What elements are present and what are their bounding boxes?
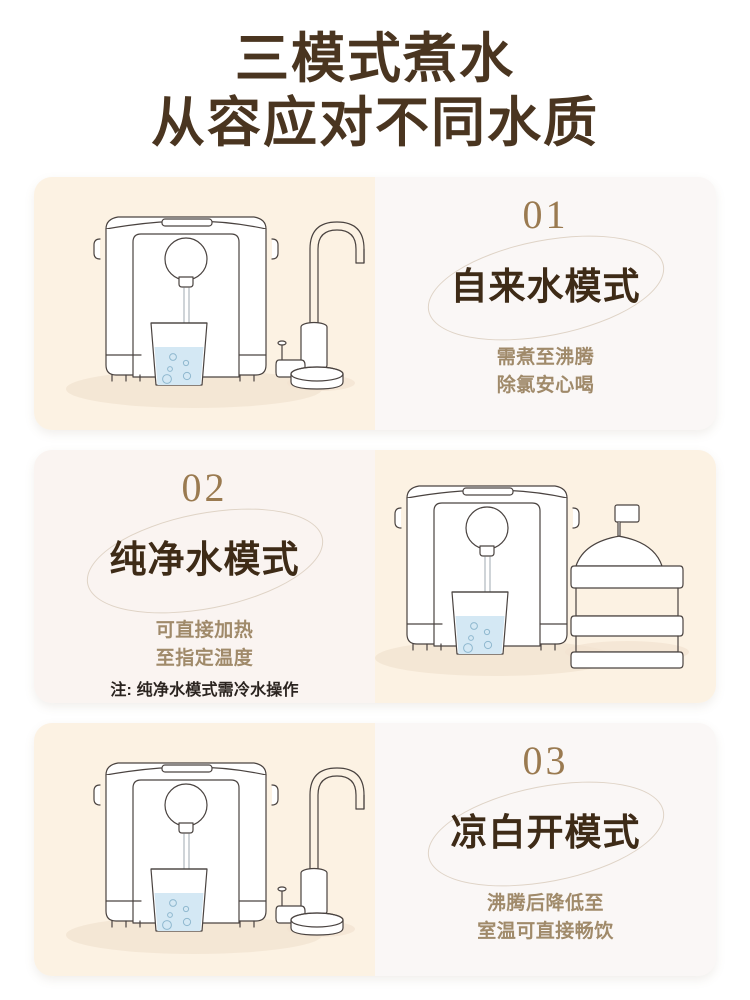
- card-number-01: 01: [522, 192, 569, 238]
- mode-card-01: 01 自来水模式 需煮至沸腾 除氯安心喝: [34, 177, 716, 431]
- page-title: 三模式煮水 从容应对不同水质: [0, 0, 750, 155]
- water-jug: [570, 504, 684, 670]
- card-title-02: 纯净水模式: [109, 539, 300, 581]
- title-line-1: 三模式煮水: [235, 29, 515, 89]
- card-title-03: 凉白开模式: [450, 812, 641, 854]
- subtitle-line-1: 可直接加热: [155, 620, 254, 642]
- text-panel-01: 01 自来水模式 需煮至沸腾 除氯安心喝: [375, 177, 716, 431]
- faucet: [275, 767, 365, 937]
- text-panel-02: 02 纯净水模式 可直接加热 至指定温度 注: 纯净水模式需冷水操作: [34, 450, 375, 704]
- dispenser-jug-illustration: [375, 485, 689, 677]
- mode-card-list: 01 自来水模式 需煮至沸腾 除氯安心喝: [0, 177, 750, 977]
- illustration-cooled-water: [34, 723, 375, 977]
- subtitle-line-2: 至指定温度: [155, 647, 254, 669]
- card-number-03: 03: [522, 738, 569, 784]
- subtitle-line-2: 室温可直接畅饮: [477, 920, 614, 942]
- water-glass: [150, 322, 208, 387]
- card-note-02: 注: 纯净水模式需冷水操作: [110, 682, 299, 700]
- card-title-wrap-02: 纯净水模式: [77, 490, 332, 631]
- subtitle-line-1: 需煮至沸腾: [496, 347, 595, 369]
- card-subtitle-01: 需煮至沸腾 除氯安心喝: [497, 344, 595, 399]
- dispenser-faucet-illustration: [66, 762, 365, 955]
- card-title-wrap-01: 自来水模式: [418, 217, 673, 358]
- card-title-wrap-03: 凉白开模式: [418, 763, 673, 904]
- subtitle-line-1: 沸腾后降低至: [486, 893, 604, 915]
- water-glass: [451, 591, 509, 656]
- mode-card-02: 02 纯净水模式 可直接加热 至指定温度 注: 纯净水模式需冷水操作: [34, 450, 716, 704]
- text-panel-03: 03 凉白开模式 沸腾后降低至 室温可直接畅饮: [375, 723, 716, 977]
- dispenser-faucet-illustration: [66, 216, 365, 409]
- title-line-2: 从容应对不同水质: [151, 92, 599, 153]
- subtitle-line-2: 除氯安心喝: [496, 374, 595, 396]
- card-subtitle-03: 沸腾后降低至 室温可直接畅饮: [477, 890, 614, 945]
- illustration-tap-water: [34, 177, 375, 431]
- card-number-02: 02: [181, 465, 228, 511]
- mode-card-03: 03 凉白开模式 沸腾后降低至 室温可直接畅饮: [34, 723, 716, 977]
- card-subtitle-02: 可直接加热 至指定温度: [156, 617, 254, 672]
- card-title-01: 自来水模式: [450, 266, 641, 308]
- faucet: [275, 221, 365, 391]
- water-glass: [150, 868, 208, 933]
- illustration-pure-water: [375, 450, 716, 704]
